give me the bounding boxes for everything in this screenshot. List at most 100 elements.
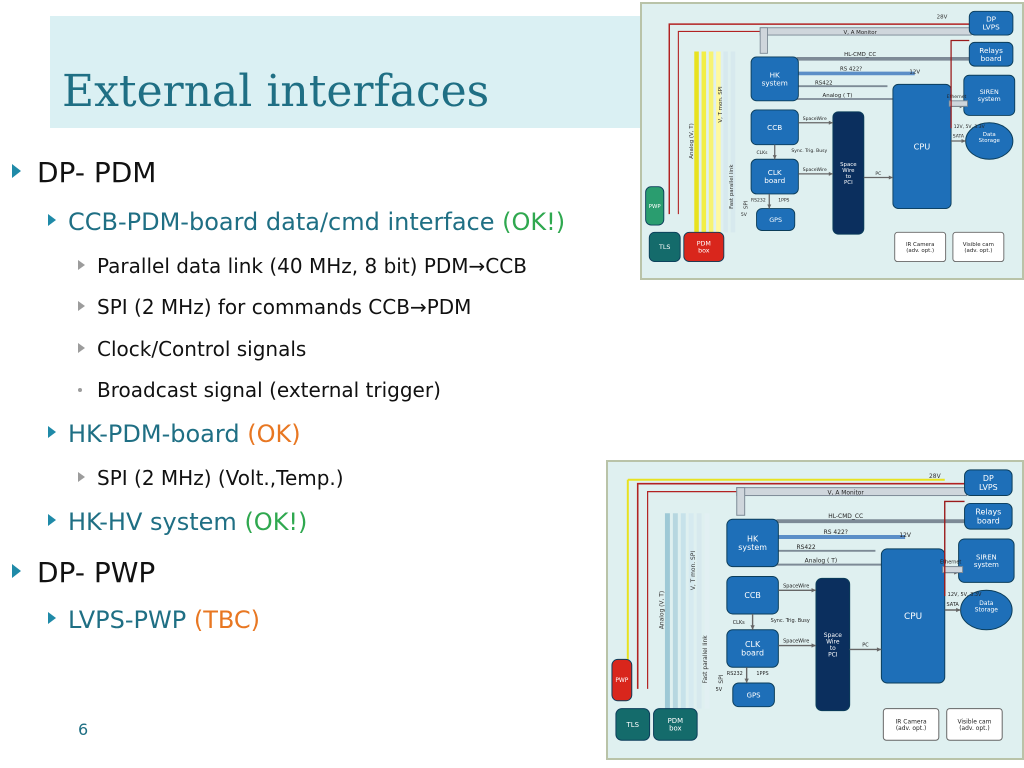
- bullet-text: DP- PDM: [37, 156, 157, 189]
- bullet-arrow-icon: [48, 426, 56, 438]
- bullet-text: SPI (2 MHz) for commands CCB→PDM: [97, 295, 472, 319]
- label-vt-spi: V, T mon. SPI: [690, 551, 697, 590]
- block-pwp: [645, 186, 665, 226]
- arrowhead-icon: [772, 155, 777, 160]
- label-sync: Sync. Trig. Busy: [771, 618, 810, 624]
- va-monitor-bus: [759, 27, 768, 54]
- bullet-arrow-icon: [12, 164, 21, 178]
- block-data-storage: [960, 589, 1013, 631]
- title-band: [50, 16, 642, 128]
- label-pc: PC: [875, 171, 881, 177]
- block-ir-camera-label: IR Camera(adv. opt.): [906, 242, 934, 254]
- block-tls: [648, 231, 681, 263]
- bullet-text: HK-PDM-board: [68, 420, 240, 448]
- block-cpu-label: CPU: [914, 141, 931, 151]
- block-ccb-label: CCB: [767, 123, 782, 132]
- bullet-broadcast: Broadcast signal (external trigger): [78, 378, 441, 402]
- va-monitor-bus: [736, 487, 746, 516]
- label-analog-vt: Analog (V, T): [689, 123, 695, 158]
- bullet-arrow-icon: [78, 301, 85, 311]
- page-number: 6: [78, 720, 89, 739]
- label-ethernet: Ethernet: [947, 94, 967, 100]
- bullet-arrow-icon: [12, 564, 21, 578]
- bullet-dp-pwp: DP- PWP: [12, 556, 155, 589]
- bullet-text: HK-HV system: [68, 508, 237, 536]
- block-ir-camera-label: IR Camera(adv. opt.): [896, 718, 927, 731]
- block-cpu: [892, 83, 952, 210]
- bullet-spi-commands: SPI (2 MHz) for commands CCB→PDM: [78, 295, 471, 319]
- label-sata: SATA: [947, 602, 960, 608]
- label-28v: 28V: [929, 473, 941, 480]
- label-spacewire-a: SpaceWire: [803, 116, 827, 122]
- label-hl-cmd: HL-CMD_CC: [844, 52, 876, 58]
- block-tls-label: TLS: [658, 243, 670, 251]
- block-gps: [732, 682, 775, 708]
- status-ok: (OK!): [502, 208, 566, 236]
- label-va-monitor: V, A Monitor: [844, 30, 878, 36]
- block-siren: [963, 74, 1016, 116]
- block-visible-cam: [952, 231, 1005, 263]
- label-pps: 1PPS: [778, 197, 789, 203]
- label-rs422-b: RS422: [796, 544, 815, 551]
- bullet-text: LVPS-PWP: [68, 606, 187, 634]
- block-dp-lvps: [964, 469, 1013, 497]
- bullet-spi-volt-temp: SPI (2 MHz) (Volt.,Temp.): [78, 466, 344, 490]
- power-line-28v: [636, 482, 965, 689]
- bullet-lvps-pwp: LVPS-PWP (TBC): [48, 606, 260, 634]
- label-spi: SPI: [718, 674, 725, 683]
- block-ir-camera: [882, 708, 940, 741]
- block-gps-label: GPS: [747, 691, 761, 699]
- label-12-5-33v: 12V, 5V, 3.3V: [948, 592, 982, 598]
- label-clks: CLKs: [756, 150, 768, 156]
- power-line-cpu: [950, 39, 970, 129]
- bullet-text: Clock/Control signals: [97, 337, 307, 361]
- status-tbc: (TBC): [193, 606, 261, 634]
- block-relays: [968, 41, 1014, 67]
- block-visible-cam-label: Visible cam(adv. opt.): [957, 718, 991, 731]
- block-pwp: [611, 658, 633, 702]
- block-pwp-label: PWP: [649, 204, 662, 210]
- bullet-arrow-icon: [48, 514, 56, 526]
- bullet-text: CCB-PDM-board data/cmd interface: [68, 208, 495, 236]
- label-sata: SATA: [953, 133, 965, 139]
- label-analog-t: Analog ( T): [823, 93, 853, 99]
- label-hl-cmd: HL-CMD_CC: [828, 513, 863, 520]
- label-spacewire-a: SpaceWire: [783, 583, 809, 589]
- label-analog-t: Analog ( T): [805, 558, 838, 565]
- arrowhead-icon: [876, 647, 882, 652]
- label-12v: 12V: [899, 532, 911, 539]
- label-rs422-b: RS422: [815, 80, 833, 86]
- block-visible-cam-label: Visible cam(adv. opt.): [963, 242, 994, 254]
- bullet-hk-pdm: HK-PDM-board (OK): [48, 420, 301, 448]
- bullet-text: Broadcast signal (external trigger): [97, 378, 441, 402]
- arrowhead-icon: [828, 171, 833, 176]
- block-siren: [958, 538, 1015, 583]
- block-pdm: [653, 708, 698, 741]
- bullet-text: Parallel data link (40 MHz, 8 bit) PDM→C…: [97, 254, 527, 278]
- arrowhead-icon: [828, 120, 833, 125]
- bullet-hk-hv: HK-HV system (OK!): [48, 508, 307, 536]
- block-visible-cam: [946, 708, 1003, 741]
- block-ccb-label: CCB: [744, 591, 760, 600]
- block-spacewire-pci: [832, 111, 865, 235]
- status-ok: (OK): [247, 420, 301, 448]
- label-rs422-a: RS 422?: [840, 67, 862, 73]
- block-hk: [726, 518, 779, 568]
- bullet-list: DP- PDM CCB-PDM-board data/cmd interface…: [12, 156, 566, 634]
- block-pdm: [683, 231, 725, 263]
- block-gps-label: GPS: [769, 216, 782, 224]
- ethernet-link: [948, 100, 968, 107]
- block-cpu: [880, 548, 946, 684]
- arrowhead-icon: [811, 588, 816, 593]
